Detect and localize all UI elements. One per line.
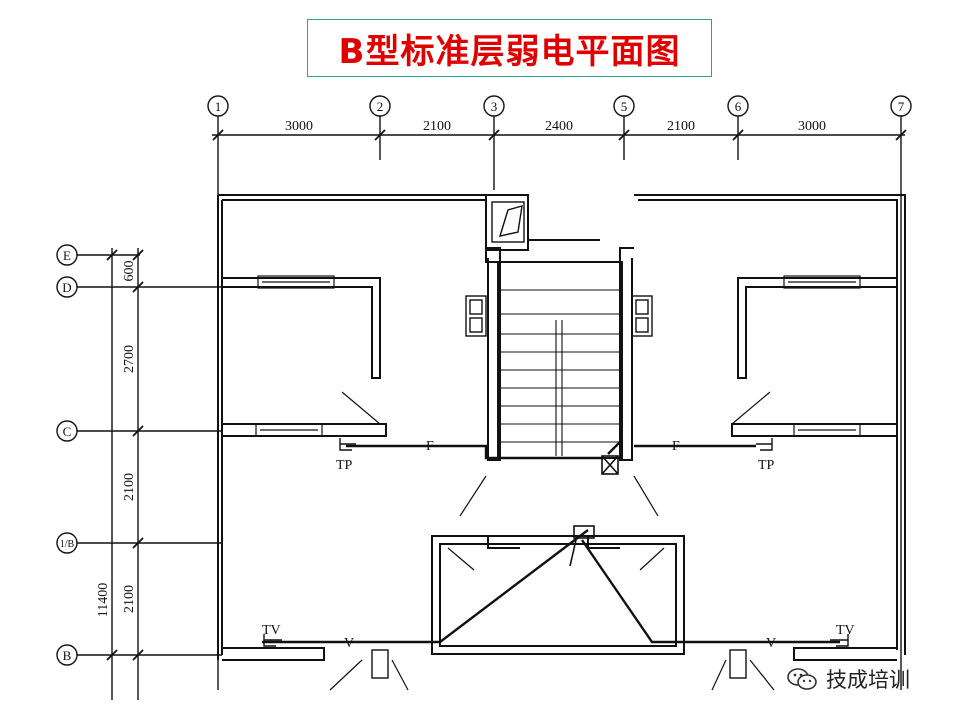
dim-top-3: 2400 (545, 119, 573, 134)
tv-outlet-left (263, 634, 282, 647)
tp-label-right: TP (758, 458, 775, 473)
axis-label-C: C (63, 424, 72, 439)
axis-bubble-2 (369, 95, 391, 160)
meter-box-right (631, 295, 653, 337)
axis-label-3: 3 (491, 99, 498, 114)
tp-label-left: TP (336, 458, 353, 473)
axis-bubble-1B (56, 532, 222, 554)
junction-box (569, 525, 595, 567)
axis-label-6: 6 (735, 99, 742, 114)
dim-top-4: 2100 (667, 119, 695, 134)
axis-bubble-E (56, 244, 140, 266)
v-label-left: V (344, 636, 354, 651)
page-title: B型标准层弱电平面图 (338, 31, 681, 72)
dim-top-5: 3000 (798, 119, 826, 134)
f-label-left: F (426, 439, 434, 454)
tv-label-left: TV (262, 623, 281, 638)
equipment-box-top (491, 201, 525, 243)
tv-outlet-right (830, 634, 849, 647)
dim-left-1: 600 (122, 261, 137, 282)
dim-top-2: 2100 (423, 119, 451, 134)
f-label-right: F (672, 439, 680, 454)
dim-left-4: 2100 (122, 585, 137, 613)
axis-label-B: B (63, 648, 72, 663)
wechat-icon (787, 668, 817, 690)
axis-label-2: 2 (377, 99, 384, 114)
axis-label-D: D (62, 280, 71, 295)
title-box: B型标准层弱电平面图 (307, 19, 712, 77)
meter-box-left (465, 295, 487, 337)
weak-current-box (601, 455, 619, 475)
door-swings (329, 391, 775, 691)
bottom-columns (371, 649, 747, 679)
axis-label-5: 5 (621, 99, 628, 114)
axis-bubble-6 (727, 95, 749, 160)
axis-bubble-B (56, 644, 222, 666)
axis-label-1B: 1/B (60, 539, 75, 550)
axis-bubble-7 (890, 95, 912, 690)
watermark: 技成培训 (786, 664, 936, 694)
dim-left-total: 11400 (96, 583, 111, 617)
dim-left-2: 2700 (122, 345, 137, 373)
axis-label-1: 1 (215, 99, 222, 114)
tp-outlet-right (756, 438, 773, 451)
wiring-routes (262, 439, 840, 644)
stair-treads (500, 289, 620, 456)
v-label-right: V (766, 636, 776, 651)
dim-left-3: 2100 (122, 473, 137, 501)
axis-bubble-3 (483, 95, 505, 190)
tp-outlet-left (339, 438, 356, 451)
tv-label-right: TV (836, 623, 855, 638)
windows (255, 275, 861, 437)
axis-label-E: E (63, 248, 71, 263)
dim-top-1: 3000 (285, 119, 313, 134)
axis-bubble-D (56, 276, 230, 298)
axis-bubble-5 (613, 95, 635, 160)
axis-bubble-C (56, 420, 222, 442)
axis-label-7: 7 (898, 99, 905, 114)
watermark-text: 技成培训 (826, 668, 910, 692)
